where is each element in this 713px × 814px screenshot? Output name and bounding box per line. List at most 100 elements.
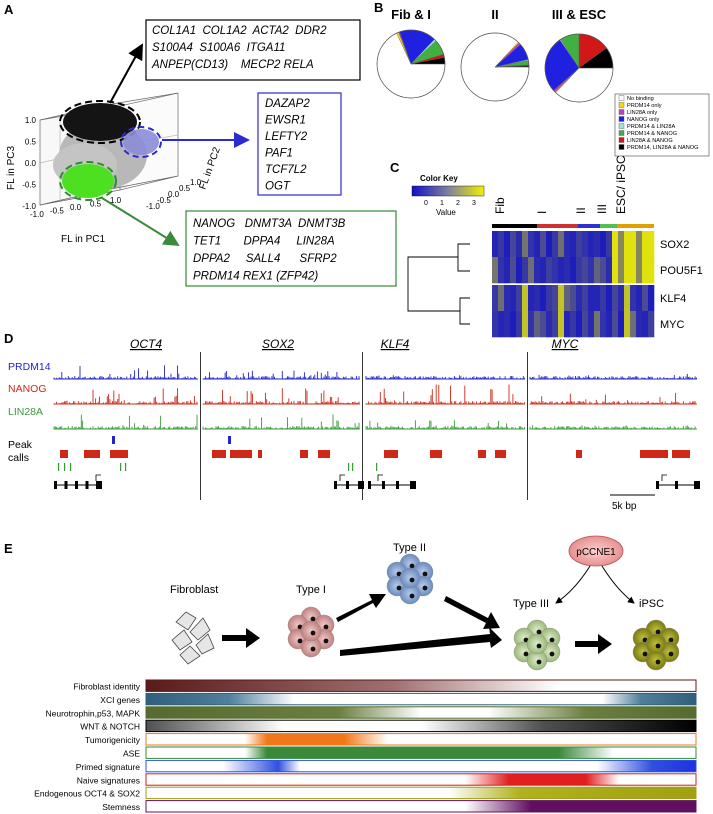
heatmap-cell xyxy=(588,311,595,338)
column-group-bar xyxy=(492,224,537,228)
legend-swatch xyxy=(618,116,625,122)
prdm14-peak xyxy=(228,436,231,444)
heatmap-cell xyxy=(600,285,607,312)
type-ii-cluster-outline xyxy=(120,126,162,158)
pie-title: II xyxy=(491,7,498,22)
color-key-bar xyxy=(411,185,485,197)
nanog-peak xyxy=(478,450,486,458)
heatmap-cell xyxy=(510,285,517,312)
gene-list-line: PAF1 xyxy=(265,148,293,160)
signature-bar-label: Stemness xyxy=(102,802,140,812)
legend-label: PRDM14 & LIN28A xyxy=(627,124,675,130)
row-dendrogram xyxy=(407,243,470,325)
cell-nucleus xyxy=(310,616,316,622)
heatmap-cell xyxy=(498,311,505,338)
signature-bar xyxy=(145,746,697,759)
heatmap-cell xyxy=(534,231,541,258)
gene-list-line: PRDM14 REX1 (ZFP42) xyxy=(193,271,318,283)
tss-arrow xyxy=(339,474,345,481)
gene-model-exon xyxy=(382,481,385,489)
heatmap-cell xyxy=(606,257,613,284)
heatmap-cell xyxy=(564,285,571,312)
heatmap-cell xyxy=(510,257,517,284)
heatmap-cell xyxy=(540,285,547,312)
coverage-signal xyxy=(529,392,697,405)
cell xyxy=(300,620,322,642)
gene-model-exon xyxy=(334,481,337,489)
arrow-type-iii-to-ipsc xyxy=(575,634,612,654)
type-ii-gene-box xyxy=(257,92,342,196)
gene-list-line: NANOG DNMT3A DNMT3B xyxy=(193,218,346,230)
heatmap-cell xyxy=(498,257,505,284)
heatmap-cell xyxy=(546,257,553,284)
coverage-signal xyxy=(365,420,526,430)
heatmap-cell xyxy=(546,231,553,258)
arrow-to-fibroblast-genes xyxy=(109,43,143,104)
heatmap-cell xyxy=(522,231,529,258)
signature-bar-label: Tumorigenicity xyxy=(85,735,141,745)
signature-bar xyxy=(145,719,697,733)
panel-a: A FL in PC3 FL in P xyxy=(4,2,397,287)
heatmap-cell xyxy=(630,231,637,258)
coverage-signal xyxy=(53,365,198,380)
column-group-bar xyxy=(600,224,617,228)
cell-nucleus xyxy=(422,571,428,577)
cell-nucleus xyxy=(642,651,648,657)
legend-swatch xyxy=(618,123,625,129)
heatmap-cell xyxy=(516,311,523,338)
pc1-tick-label: 0.0 xyxy=(70,203,82,212)
heatmap-cell xyxy=(504,311,511,338)
track-label: NANOG xyxy=(8,383,47,395)
heatmap-cell xyxy=(558,311,565,338)
heatmap-cell xyxy=(522,285,529,312)
cell-nucleus xyxy=(409,593,415,599)
heatmap-cell xyxy=(594,285,601,312)
heatmap-cell xyxy=(630,285,637,312)
gene-list-line: TCF7L2 xyxy=(265,164,307,176)
axis-label-pc3: FL in PC3 xyxy=(6,145,17,190)
heatmap-cell xyxy=(606,285,613,312)
heatmap-cell xyxy=(498,231,505,258)
heatmap-cell xyxy=(540,311,547,338)
pie-outline xyxy=(460,32,530,102)
heatmap-cell xyxy=(636,311,643,338)
cell xyxy=(399,567,421,589)
cell-nucleus xyxy=(655,643,661,649)
heatmap-cell xyxy=(564,311,571,338)
heatmap-cell xyxy=(582,311,589,338)
locus-title: MYC xyxy=(552,337,579,351)
type-iii-cells xyxy=(513,619,561,671)
nanog-peak xyxy=(84,450,100,458)
legend-swatch xyxy=(618,95,625,101)
heatmap-cell xyxy=(510,311,517,338)
legend-swatch xyxy=(618,102,625,108)
legend-label: PRDM14 only xyxy=(627,103,662,109)
lin28a-peak xyxy=(70,463,72,471)
gene-list-line: TET1 DPPA4 LIN28A xyxy=(193,236,335,248)
color-key-title: Color Key xyxy=(420,174,458,183)
cell-label-fibroblast: Fibroblast xyxy=(170,584,218,596)
heatmap-cell xyxy=(552,311,559,338)
heatmap-cell xyxy=(600,311,607,338)
fibroblast-cells xyxy=(171,611,215,665)
heatmap-cell xyxy=(528,285,535,312)
pluripotent-cluster xyxy=(62,164,114,198)
heatmap-cell xyxy=(546,285,553,312)
panel-letter-d: D xyxy=(4,331,13,346)
cell-nucleus xyxy=(310,646,316,652)
pc3-tick-label: 0.5 xyxy=(25,138,37,147)
signature-bar-label: WNT & NOTCH xyxy=(80,722,140,732)
ipsc-cells xyxy=(632,619,680,671)
cell-nucleus xyxy=(323,624,329,630)
heatmap-cell xyxy=(576,311,583,338)
panel-letter-c: C xyxy=(390,160,400,175)
nanog-peak xyxy=(60,450,68,458)
heatmap-cell xyxy=(498,285,505,312)
signature-bar-label: Naive signatures xyxy=(77,775,140,785)
heatmap-cell xyxy=(594,311,601,338)
pccne1-to-ipsc-arrow xyxy=(601,565,635,604)
column-group-bar xyxy=(537,224,578,228)
